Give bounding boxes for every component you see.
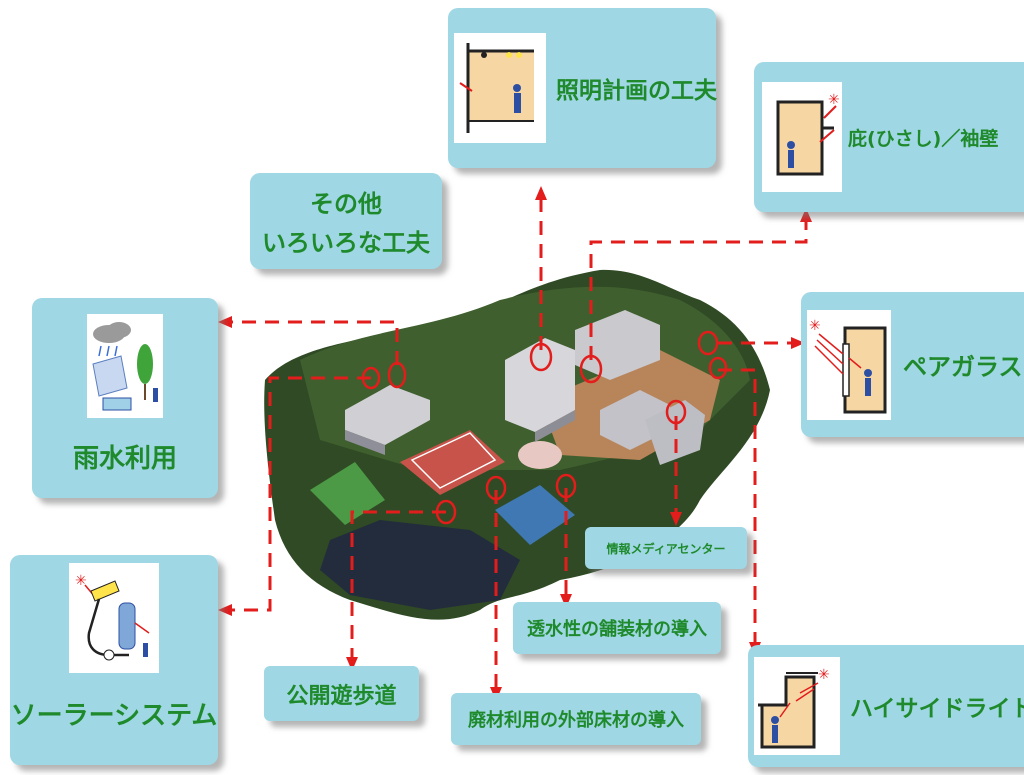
pair-glass-icon: ✳ <box>807 309 891 420</box>
connector-eaves <box>589 220 808 360</box>
label-highside: ハイサイドライト <box>850 696 1024 722</box>
connector-highside <box>718 368 757 645</box>
card-rain: 雨水利用 <box>32 298 218 498</box>
card-lighting: 照明計画の工夫 <box>448 8 717 168</box>
card-highside: ✳ ハイサイドライト <box>748 645 1024 767</box>
rain-icon <box>87 314 163 418</box>
label-walkway: 公開遊歩道 <box>286 683 397 709</box>
label-other-line2: いろいろな工夫 <box>262 229 430 257</box>
eaves-icon: ✳ <box>762 82 842 192</box>
connector-solar <box>228 376 371 612</box>
highside-icon: ✳ <box>754 657 840 755</box>
card-permeable: 透水性の舗装材の導入 <box>513 602 721 654</box>
svg-text:✳: ✳ <box>75 573 87 589</box>
label-rain: 雨水利用 <box>72 444 177 474</box>
label-recycled: 廃材利用の外部床材の導入 <box>468 710 684 731</box>
card-recycled: 廃材利用の外部床材の導入 <box>451 693 701 745</box>
card-eaves: ✳ 庇(ひさし)／袖壁 <box>754 62 1024 212</box>
label-eaves: 庇(ひさし)／袖壁 <box>848 127 999 150</box>
card-pair-glass: ✳ ペアガラス <box>801 292 1024 437</box>
card-info-center: 情報メディアセンター <box>585 527 747 569</box>
label-pair-glass: ペアガラス <box>903 353 1023 381</box>
svg-text:✳: ✳ <box>809 318 821 334</box>
lighting-icon <box>454 33 546 143</box>
connector-walkway <box>350 510 446 660</box>
label-other-line1: その他 <box>310 190 382 218</box>
label-permeable: 透水性の舗装材の導入 <box>527 619 707 640</box>
label-lighting: 照明計画の工夫 <box>556 78 717 104</box>
svg-text:✳: ✳ <box>828 92 840 108</box>
svg-text:✳: ✳ <box>818 667 830 683</box>
card-walkway: 公開遊歩道 <box>264 666 419 721</box>
connector-rain <box>228 320 399 365</box>
card-other: その他 いろいろな工夫 <box>250 173 442 269</box>
label-info-center: 情報メディアセンター <box>606 541 726 556</box>
solar-icon: ✳ <box>69 563 159 673</box>
label-solar: ソーラーシステム <box>10 701 218 731</box>
card-solar: ✳ ソーラーシステム <box>10 555 218 765</box>
